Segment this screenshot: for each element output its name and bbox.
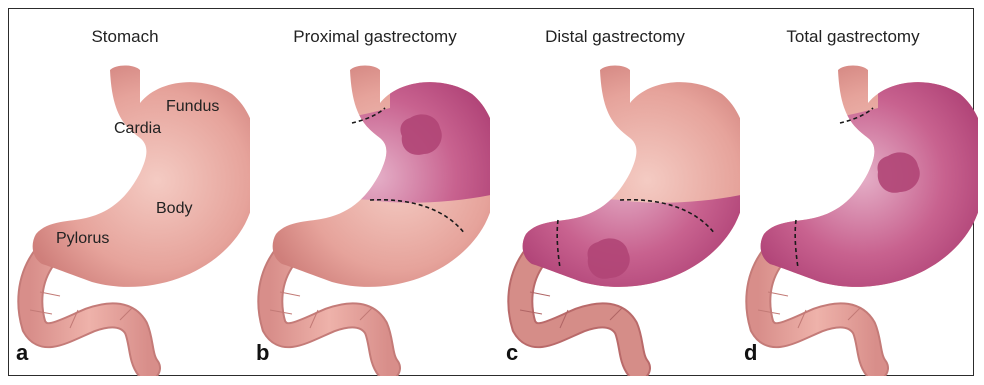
total-gastrectomy-illustration <box>728 8 978 376</box>
panel-letter: a <box>16 340 28 366</box>
panel-letter: d <box>744 340 757 366</box>
panel-letter: b <box>256 340 269 366</box>
panel-letter: c <box>506 340 518 366</box>
distal-gastrectomy-illustration <box>490 8 740 376</box>
panel-distal-gastrectomy: Distal gastrectomy c <box>490 8 740 376</box>
stomach-illustration <box>0 8 250 376</box>
label-body: Body <box>156 200 192 218</box>
panel-stomach: Stomach Fundus Cardia Body Pylorus a <box>0 8 250 376</box>
label-pylorus: Pylorus <box>56 230 109 248</box>
panel-proximal-gastrectomy: Proximal gastrectomy b <box>240 8 490 376</box>
label-cardia: Cardia <box>114 120 161 138</box>
proximal-gastrectomy-illustration <box>240 8 490 376</box>
panel-total-gastrectomy: Total gastrectomy d <box>728 8 978 376</box>
label-fundus: Fundus <box>166 98 219 116</box>
